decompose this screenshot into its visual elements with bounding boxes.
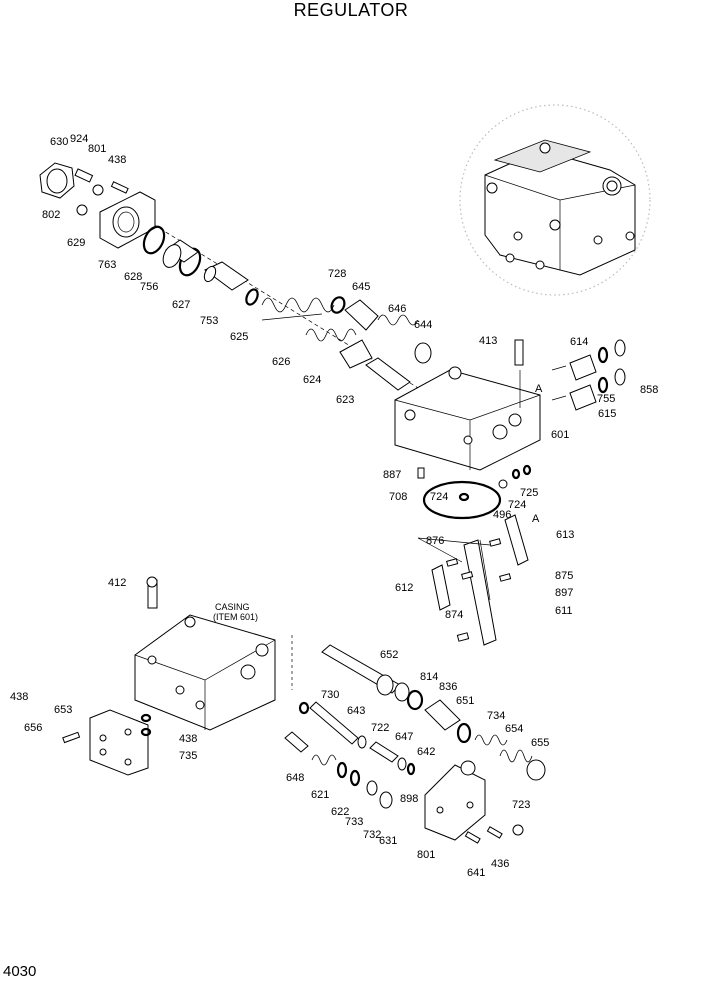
callout-734: 734: [487, 710, 505, 722]
casing-601: [394, 339, 626, 520]
page-title: REGULATOR: [293, 0, 409, 20]
callout-648: 648: [286, 772, 304, 784]
callout-654: 654: [505, 723, 523, 735]
callout-438: 438: [108, 154, 126, 166]
callout-802: 802: [42, 209, 60, 221]
view-markers: A A: [532, 383, 543, 525]
callout-438: 438: [179, 733, 197, 745]
callout-630: 630: [50, 136, 68, 148]
callout-642: 642: [417, 746, 435, 758]
callout-496: 496: [493, 509, 511, 521]
callout-876: 876: [426, 535, 444, 547]
callout-613: 613: [556, 529, 574, 541]
callout-722: 722: [371, 722, 389, 734]
upper-exploded-parts: [39, 162, 471, 421]
lower-casing-assembly: [62, 576, 546, 844]
callout-874: 874: [445, 609, 463, 621]
callout-732: 732: [363, 829, 381, 841]
view-marker-a: A: [535, 383, 543, 395]
callout-436: 436: [491, 858, 509, 870]
callout-730: 730: [321, 689, 339, 701]
callout-652: 652: [380, 649, 398, 661]
callout-438: 438: [10, 691, 28, 703]
callout-655: 655: [531, 737, 549, 749]
callout-645: 645: [352, 281, 370, 293]
callout-801: 801: [417, 849, 435, 861]
callout-733: 733: [345, 816, 363, 828]
callout-814: 814: [420, 671, 438, 683]
callout-612: 612: [395, 582, 413, 594]
callout-614: 614: [570, 336, 588, 348]
callout-413: 413: [479, 335, 497, 347]
inset-assembly-view: [459, 104, 651, 296]
view-marker-a: A: [532, 513, 540, 525]
callout-647: 647: [395, 731, 413, 743]
callout-623: 623: [336, 394, 354, 406]
page-number: 4030: [3, 963, 37, 980]
callout-875: 875: [555, 570, 573, 582]
casing-note-line-2: (ITEM 601): [213, 612, 258, 622]
callout-753: 753: [200, 315, 218, 327]
callout-735: 735: [179, 750, 197, 762]
callout-644: 644: [414, 319, 432, 331]
callout-728: 728: [328, 268, 346, 280]
callout-611: 611: [555, 605, 573, 617]
callout-924: 924: [70, 133, 88, 145]
callout-723: 723: [512, 799, 530, 811]
callout-412: 412: [108, 577, 126, 589]
callout-836: 836: [439, 681, 457, 693]
callout-601: 601: [551, 429, 569, 441]
callout-898: 898: [400, 793, 418, 805]
callout-725: 725: [520, 487, 538, 499]
callout-887: 887: [383, 469, 401, 481]
callout-653: 653: [54, 704, 72, 716]
callout-763: 763: [98, 259, 116, 271]
callout-708: 708: [389, 491, 407, 503]
callout-625: 625: [230, 331, 248, 343]
callout-621: 621: [311, 789, 329, 801]
callout-627: 627: [172, 299, 190, 311]
callout-631: 631: [379, 835, 397, 847]
callout-628: 628: [124, 271, 142, 283]
callout-629: 629: [67, 237, 85, 249]
callout-651: 651: [456, 695, 474, 707]
callout-858: 858: [640, 384, 658, 396]
callout-643: 643: [347, 705, 365, 717]
callout-622: 622: [331, 806, 349, 818]
callout-641: 641: [467, 867, 485, 879]
casing-note-line-1: CASING: [215, 602, 250, 612]
callout-646: 646: [388, 303, 406, 315]
lever-link-group: [417, 514, 529, 646]
callout-615: 615: [598, 408, 616, 420]
callout-756: 756: [140, 281, 158, 293]
callout-724: 724: [430, 491, 448, 503]
callout-626: 626: [272, 356, 290, 368]
callout-801: 801: [88, 143, 106, 155]
callout-624: 624: [303, 374, 321, 386]
callout-897: 897: [555, 587, 573, 599]
callout-724: 724: [508, 499, 526, 511]
callout-755: 755: [597, 393, 615, 405]
callout-656: 656: [24, 722, 42, 734]
